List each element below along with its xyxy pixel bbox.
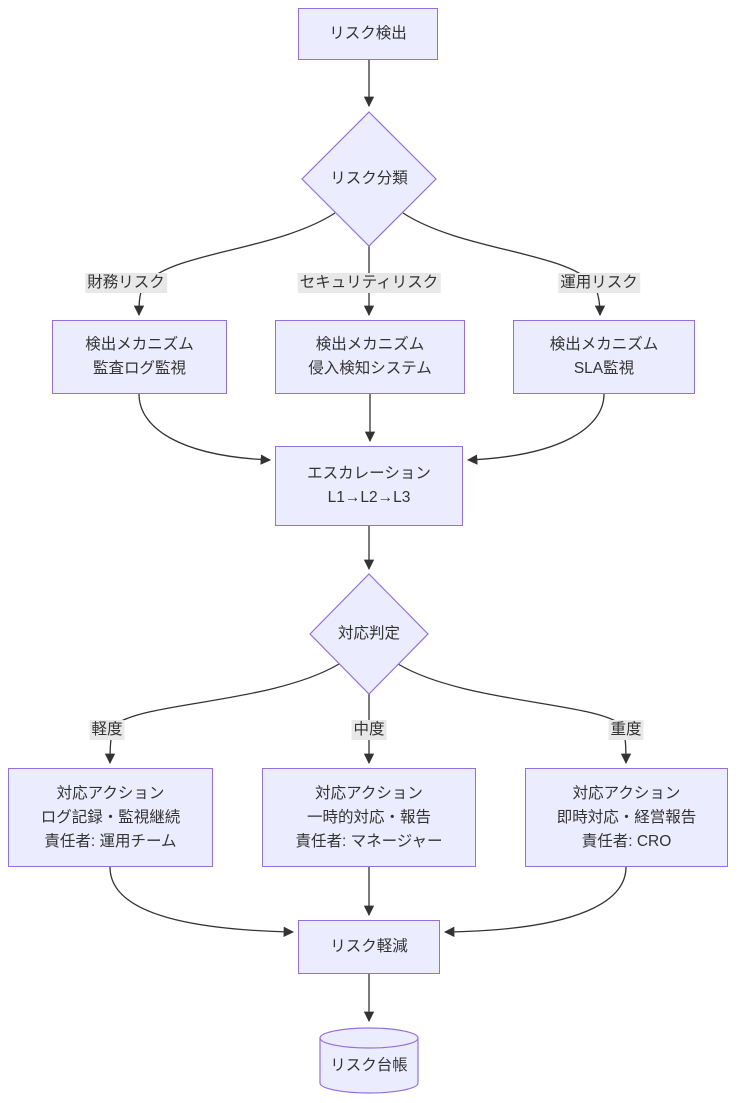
edge-financial-to-escalation [138, 393, 272, 465]
node-action-moderate: 対応アクション 一時的対応・報告 責任者: マネージャー [262, 768, 476, 867]
edge-label-minor: 軽度 [89, 720, 125, 740]
decision-risk-classify-label: リスク分類 [330, 170, 408, 187]
edge-classify-to-financial [133, 212, 336, 317]
edge-decision-to-minor [104, 663, 340, 765]
database-cylinder-shape [319, 1027, 419, 1094]
edge-label-financial: 財務リスク [85, 273, 167, 293]
node-escalation: エスカレーション L1→L2→L3 [275, 446, 463, 526]
edge-label-severe: 重度 [608, 720, 644, 740]
node-detect-operational: 検出メカニズム SLA監視 [513, 320, 695, 394]
decision-response-label: 対応判定 [337, 625, 401, 642]
node-risk-detect: リスク検出 [298, 8, 438, 60]
edges-layer [104, 60, 632, 1023]
decision-response-shape [309, 573, 429, 695]
node-detect-financial: 検出メカニズム 監査ログ監視 [52, 320, 227, 394]
edge-severe-to-mitigation [443, 866, 627, 938]
node-action-severe: 対応アクション 即時対応・経営報告 責任者: CRO [525, 768, 728, 867]
edge-label-moderate: 中度 [351, 720, 387, 740]
edge-label-security: セキュリティリスク [297, 273, 441, 293]
edge-classify-to-operational [402, 212, 606, 317]
node-detect-security: 検出メカニズム 侵入検知システム [275, 320, 465, 394]
node-risk-register-label: リスク台帳 [330, 1057, 408, 1074]
edge-decision-to-severe [397, 663, 632, 765]
edge-minor-to-mitigation [109, 866, 295, 938]
edge-label-operational: 運用リスク [558, 273, 640, 293]
node-action-minor: 対応アクション ログ記録・監視継続 責任者: 運用チーム [8, 768, 213, 867]
edge-operational-to-escalation [466, 393, 605, 465]
decision-risk-classify-shape [301, 111, 437, 247]
node-risk-mitigation: リスク軽減 [298, 920, 440, 974]
